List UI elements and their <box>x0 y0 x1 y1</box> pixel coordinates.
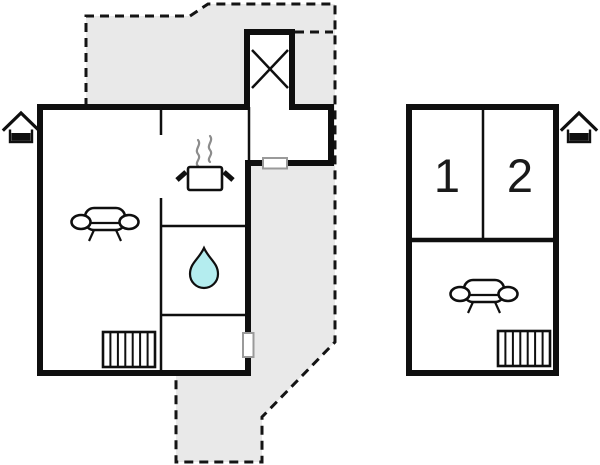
entrance-house-icon <box>560 111 598 144</box>
main-floor <box>37 104 251 376</box>
entry-floor <box>248 104 334 166</box>
crossed-ventilation-shaft-icon <box>244 29 295 110</box>
terrace-boundary-dashed <box>84 2 337 464</box>
steam-icon <box>195 134 213 168</box>
bedroom-1-label: 1 <box>434 149 460 202</box>
stairs-icon <box>496 329 552 368</box>
stairs-icon <box>101 330 157 369</box>
main-building <box>37 29 334 376</box>
main-building-outer-walls <box>37 104 334 376</box>
main-building-interior-walls <box>159 107 251 373</box>
entry-door <box>262 157 288 170</box>
water-drop-icon <box>188 245 220 290</box>
entrance-house-icon <box>2 111 40 144</box>
stove-pot-icon <box>175 165 235 192</box>
annex-building: 1 2 <box>406 104 559 376</box>
hall-door <box>242 332 255 358</box>
bedroom-2-label: 2 <box>507 149 533 202</box>
